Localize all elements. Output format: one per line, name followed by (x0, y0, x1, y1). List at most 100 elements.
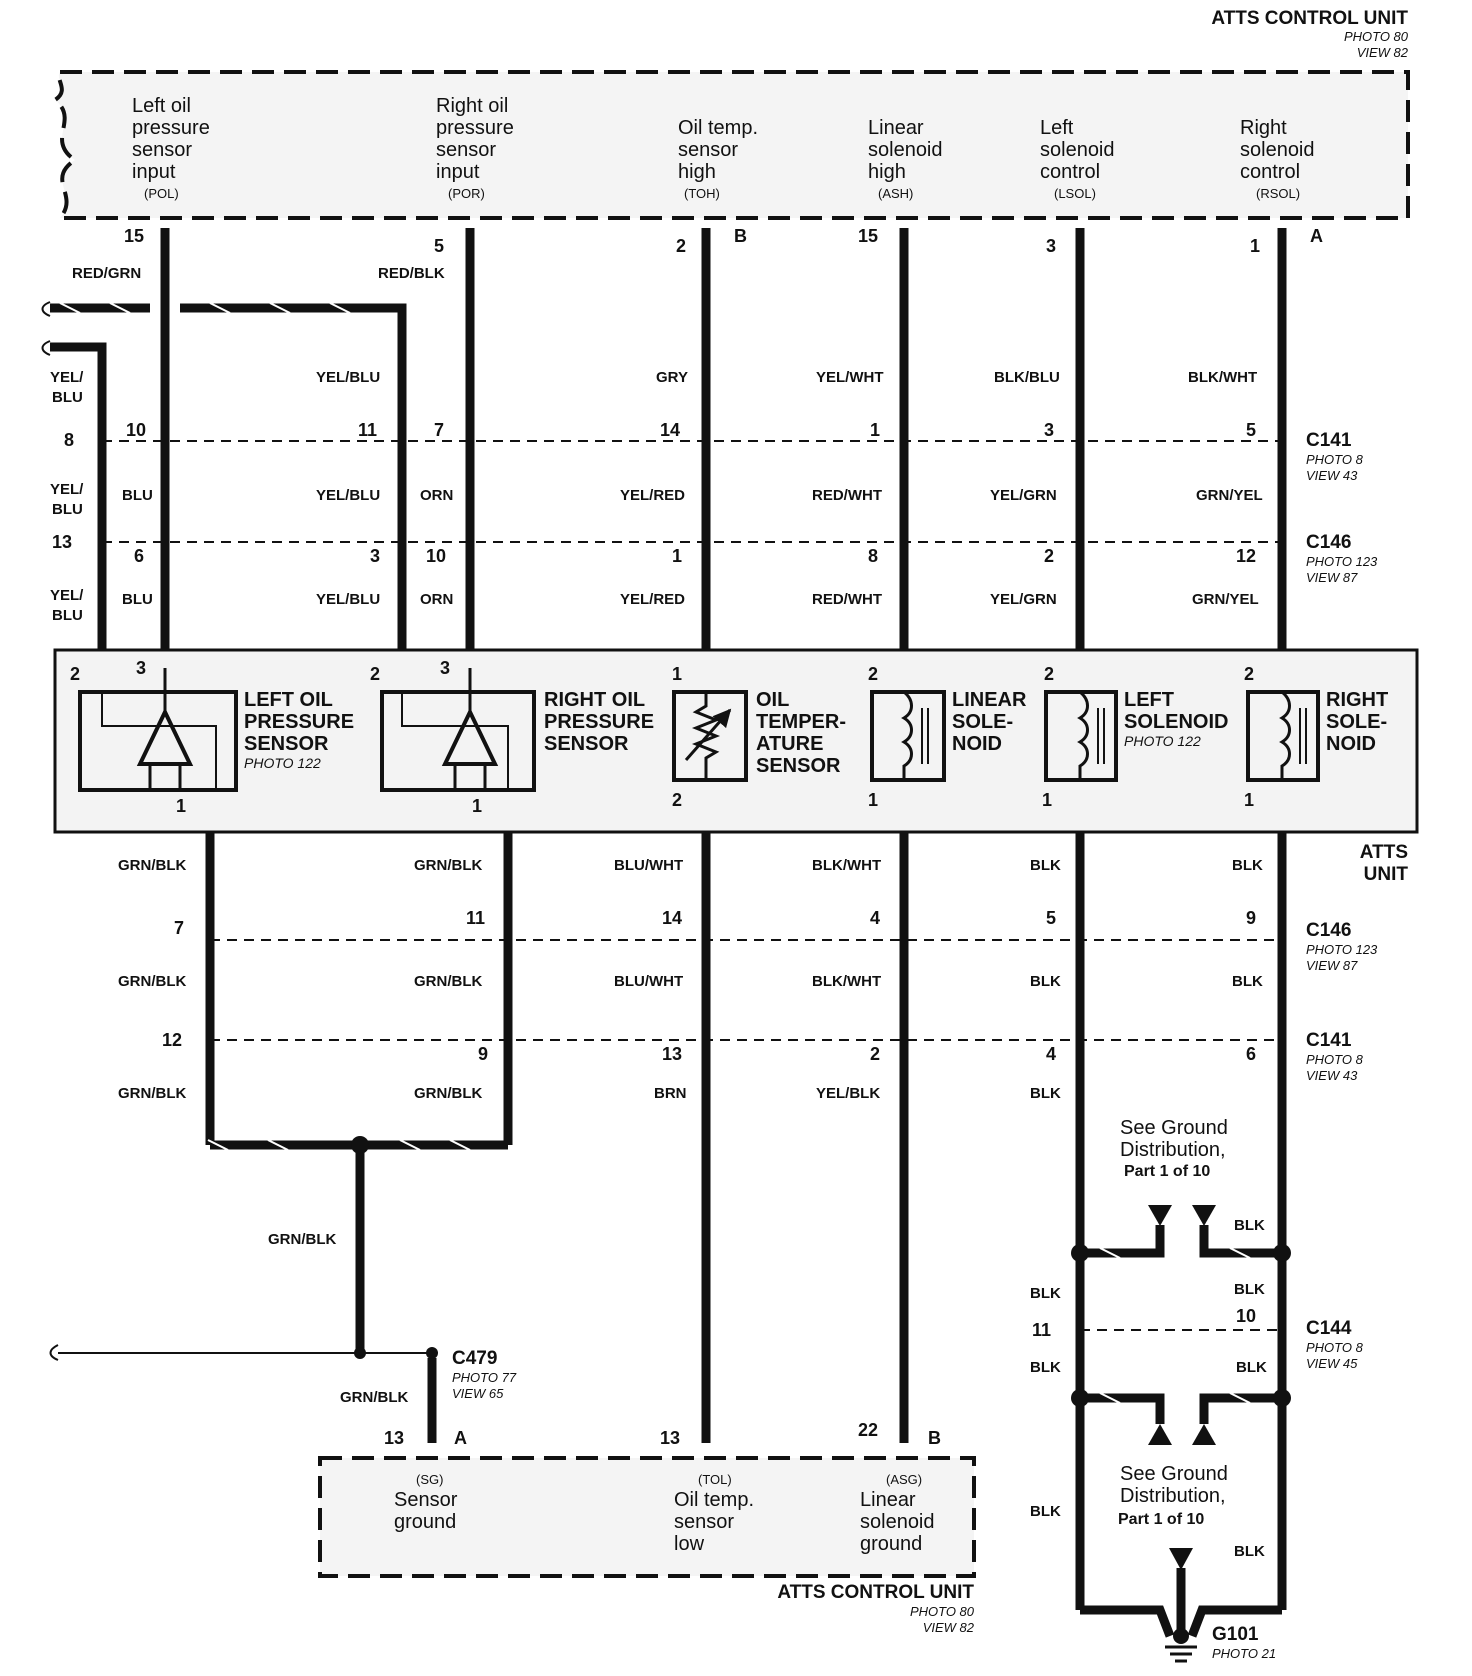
wire-color-label: YEL/RED (620, 487, 685, 504)
upper-color-labels: RED/GRN RED/BLK YEL/ BLU YEL/BLU GRY YEL… (50, 265, 1257, 406)
wire-color-label: YEL/BLU (316, 369, 380, 386)
pin-label: 1 (1244, 790, 1254, 810)
ground-stub (1199, 1393, 1282, 1424)
pin-label: 3 (1046, 236, 1056, 256)
wire-color-label: GRN/YEL (1192, 591, 1259, 608)
pin-label: 13 (660, 1428, 680, 1448)
linear-solenoid: 2 1 LINEAR SOLE- NOID (868, 664, 1027, 810)
wire-break (41, 301, 51, 317)
c146-top: 13 6 3 10 1 8 2 12 C146 PHOTO 123 VIEW 8… (52, 532, 1378, 585)
lower3-color-labels: GRN/BLK GRN/BLK BRN YEL/BLK BLK GRN/BLK (118, 1085, 1061, 1248)
pin-label: 7 (174, 918, 184, 938)
wire-color-label: ORN (420, 487, 453, 504)
asg-label: Linear (860, 1489, 916, 1511)
pin-label: 2 (1244, 664, 1254, 684)
wire-color-label: YEL/BLU (316, 591, 380, 608)
sensor-label: PRESSURE (544, 711, 654, 733)
wire-color-label: BLK/BLU (994, 369, 1060, 386)
pin-label: 10 (426, 546, 446, 566)
ground-ref-label: Distribution, (1120, 1485, 1226, 1507)
pin-label: 2 (868, 664, 878, 684)
sensor-label: SENSOR (244, 733, 329, 755)
por-label: input (436, 161, 480, 183)
pin-label: 1 (472, 796, 482, 816)
wire-color-label: YEL/BLK (816, 1085, 880, 1102)
solenoid-label: LEFT (1124, 689, 1174, 711)
tol-label: Oil temp. (674, 1489, 754, 1511)
connector-a-label: A (1310, 226, 1323, 246)
wire-color-label: YEL/ (50, 587, 84, 604)
ash-code: (ASH) (878, 186, 913, 201)
pin-label: 15 (124, 226, 144, 246)
pin-label: 11 (1032, 1320, 1051, 1340)
wire-color-label: YEL/ (50, 481, 84, 498)
g101-name: G101 (1212, 1624, 1259, 1645)
pin-label: 11 (466, 908, 485, 928)
top-unit-pins: 15 5 2 B 15 3 1 A (124, 226, 1323, 256)
c144-view: VIEW 45 (1306, 1356, 1358, 1371)
bottom-unit-box (318, 1456, 976, 1578)
tol-label: low (674, 1533, 705, 1555)
sensor-label: PRESSURE (244, 711, 354, 733)
top-control-unit: ATTS CONTROL UNIT PHOTO 80 VIEW 82 Left … (51, 8, 1410, 256)
toh-label: high (678, 161, 716, 183)
ash-label: solenoid (868, 139, 943, 161)
lsol-label: solenoid (1040, 139, 1115, 161)
wire-color-label: BLK (1234, 1281, 1265, 1298)
pin-label: 9 (478, 1044, 488, 1064)
c146-view: VIEW 87 (1306, 570, 1358, 585)
pin-label: 10 (126, 420, 146, 440)
c144-name: C144 (1306, 1318, 1352, 1339)
lsol-code: (LSOL) (1054, 186, 1096, 201)
ground-ref-label: Distribution, (1120, 1139, 1226, 1161)
ground-stub (1080, 1393, 1165, 1424)
ground-ref-label: See Ground (1120, 1117, 1228, 1139)
rsol-code: (RSOL) (1256, 186, 1300, 201)
wire-color-label: RED/WHT (812, 591, 882, 608)
right-solenoid: 2 1 RIGHT SOLE- NOID (1244, 664, 1388, 810)
pin-label: 1 (176, 796, 186, 816)
top-unit-terminal-labels: Left oil pressure sensor input (POL) Rig… (132, 95, 1315, 201)
connector-b-label: B (928, 1428, 941, 1448)
atts-unit-box (53, 648, 1419, 834)
pin-label: 12 (1236, 546, 1256, 566)
g101-ground: G101 PHOTO 21 (1165, 1624, 1276, 1663)
wire-color-label: YEL/GRN (990, 591, 1057, 608)
mid1-color-labels: YEL/ BLU BLU YEL/BLU ORN YEL/RED RED/WHT… (50, 481, 1263, 518)
pin-label: 2 (1044, 546, 1054, 566)
top-unit-view: VIEW 82 (1357, 45, 1409, 60)
sensor-label: LEFT OIL (244, 689, 333, 711)
pin-label: 5 (434, 236, 444, 256)
oil-temperature-sensor: 1 2 OIL TEMPER- ATURE SENSOR (672, 664, 846, 810)
sensor-label: SENSOR (544, 733, 629, 755)
pin-label: 8 (64, 430, 74, 450)
toh-label: sensor (678, 139, 738, 161)
pin-label: 6 (1246, 1044, 1256, 1064)
ground-distribution-bottom: See Ground Distribution, Part 1 of 10 (1118, 1463, 1228, 1528)
top-unit-title: ATTS CONTROL UNIT (1211, 8, 1408, 29)
wire-color-label: BLK/WHT (812, 973, 881, 990)
solenoid-label: SOLE- (952, 711, 1013, 733)
wire-color-label: RED/BLK (378, 265, 445, 282)
solenoid-label: LINEAR (952, 689, 1027, 711)
wire-color-label: BLK (1030, 1359, 1061, 1376)
pin-label: 4 (1046, 1044, 1056, 1064)
wire-stripes (59, 302, 1251, 1404)
wire-color-label: BLU (122, 591, 153, 608)
pin-label: 4 (870, 908, 880, 928)
wire-color-label: GRN/BLK (118, 1085, 186, 1102)
ground-stub (1199, 1225, 1282, 1258)
c146-photo: PHOTO 123 (1306, 942, 1378, 957)
pol-label: sensor (132, 139, 192, 161)
ground-wire-labels: BLK BLK BLK BLK BLK BLK BLK (1030, 1217, 1267, 1560)
wire-color-label: GRN/BLK (414, 1085, 482, 1102)
por-label: pressure (436, 117, 514, 139)
wire-color-label: GRN/BLK (340, 1389, 408, 1406)
solenoid-label: NOID (952, 733, 1002, 755)
c479: C479 PHOTO 77 VIEW 65 GRN/BLK (340, 1348, 517, 1406)
pin-label: 3 (1044, 420, 1054, 440)
lsol-label: control (1040, 161, 1100, 183)
wire-color-label: BLK (1234, 1543, 1265, 1560)
wire-color-label: GRY (656, 369, 688, 386)
